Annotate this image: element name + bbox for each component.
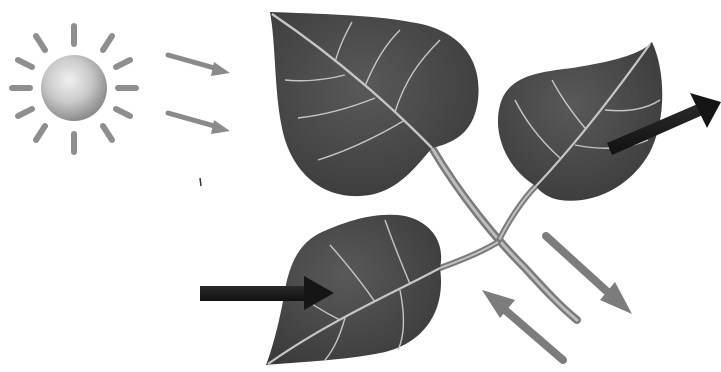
sun-icon (12, 26, 136, 152)
sunlight-arrows (168, 55, 230, 134)
stem-branch (498, 186, 536, 242)
leaf-right (498, 42, 662, 201)
sunlight-arrow (168, 55, 230, 76)
sunlight-arrow (168, 113, 230, 134)
leaf-branch (266, 12, 662, 365)
sun-body (41, 55, 107, 121)
speck (200, 178, 201, 186)
